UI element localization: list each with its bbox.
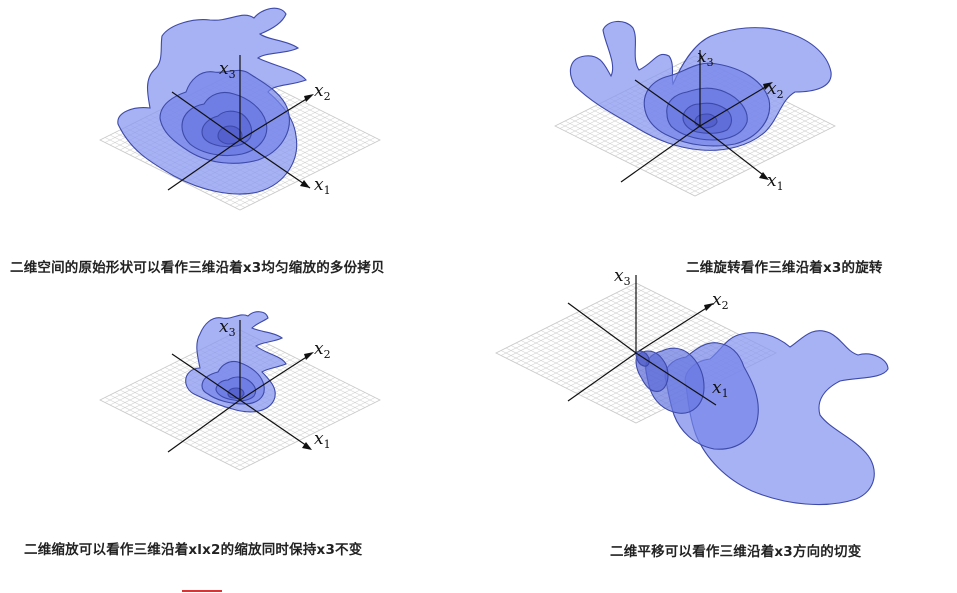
- axes: [167, 320, 314, 453]
- caption-translation: 二维平移可以看作三维沿着x3方向的切变: [610, 544, 862, 560]
- red-underline: [182, 590, 222, 592]
- grid-line: [679, 118, 821, 189]
- axes: [167, 55, 314, 191]
- grid-line: [194, 377, 336, 448]
- grid-line: [669, 113, 811, 184]
- grid-line: [209, 384, 351, 456]
- diagram-rotation: x3 x2 x1: [554, 20, 836, 197]
- label-x2: x2: [767, 79, 784, 101]
- shape-layer-5: [217, 125, 243, 145]
- grid-line: [224, 392, 366, 463]
- grid-line: [199, 379, 341, 451]
- grid-line: [219, 389, 361, 461]
- caption-scaling: 二维缩放可以看作三维沿着xlx2的缩放同时保持x3不变: [24, 542, 363, 558]
- grid-line: [214, 387, 356, 458]
- shape-stack: [635, 330, 889, 506]
- panel-scaling: x3 x2 x1: [90, 290, 390, 515]
- label-x1: x1: [314, 175, 331, 197]
- caption-rotation: 二维旋转看作三维沿着x3的旋转: [686, 260, 883, 276]
- label-x1: x1: [712, 378, 729, 400]
- diagram-original: x3 x2 x1: [99, 7, 381, 211]
- shape-layer-5: [694, 113, 718, 129]
- grid-line: [234, 137, 376, 208]
- label-x2: x2: [712, 290, 729, 312]
- panel-translation: x3 x2 x1: [490, 255, 910, 530]
- shape-stack: [185, 311, 287, 413]
- grid-line: [674, 115, 816, 187]
- grid-line: [234, 397, 376, 468]
- label-x1: x1: [314, 429, 331, 451]
- label-x2: x2: [314, 81, 331, 103]
- grid-line: [204, 382, 346, 453]
- label-x3: x3: [219, 317, 236, 339]
- label-x2: x2: [314, 339, 331, 361]
- axes-back: [567, 275, 714, 354]
- grid-line: [684, 120, 826, 192]
- axes: [620, 50, 773, 183]
- label-x3: x3: [614, 266, 631, 288]
- label-x1: x1: [767, 171, 784, 193]
- shape-stack: [117, 7, 307, 195]
- label-x3: x3: [697, 47, 714, 69]
- shape-stack: [569, 20, 832, 151]
- grid-line: [689, 123, 831, 194]
- diagram-scaling: x3 x2 x1: [99, 311, 381, 471]
- panel-rotation: x3 x2 x1: [545, 0, 845, 245]
- diagram-translation: x3 x2 x1: [495, 266, 889, 506]
- caption-original: 二维空间的原始形状可以看作三维沿着x3均匀缩放的多份拷贝: [10, 260, 385, 276]
- grid-line: [229, 394, 371, 466]
- label-x3: x3: [219, 59, 236, 81]
- panel-original: x3 x2 x1: [90, 0, 390, 245]
- axes-front: [567, 352, 717, 406]
